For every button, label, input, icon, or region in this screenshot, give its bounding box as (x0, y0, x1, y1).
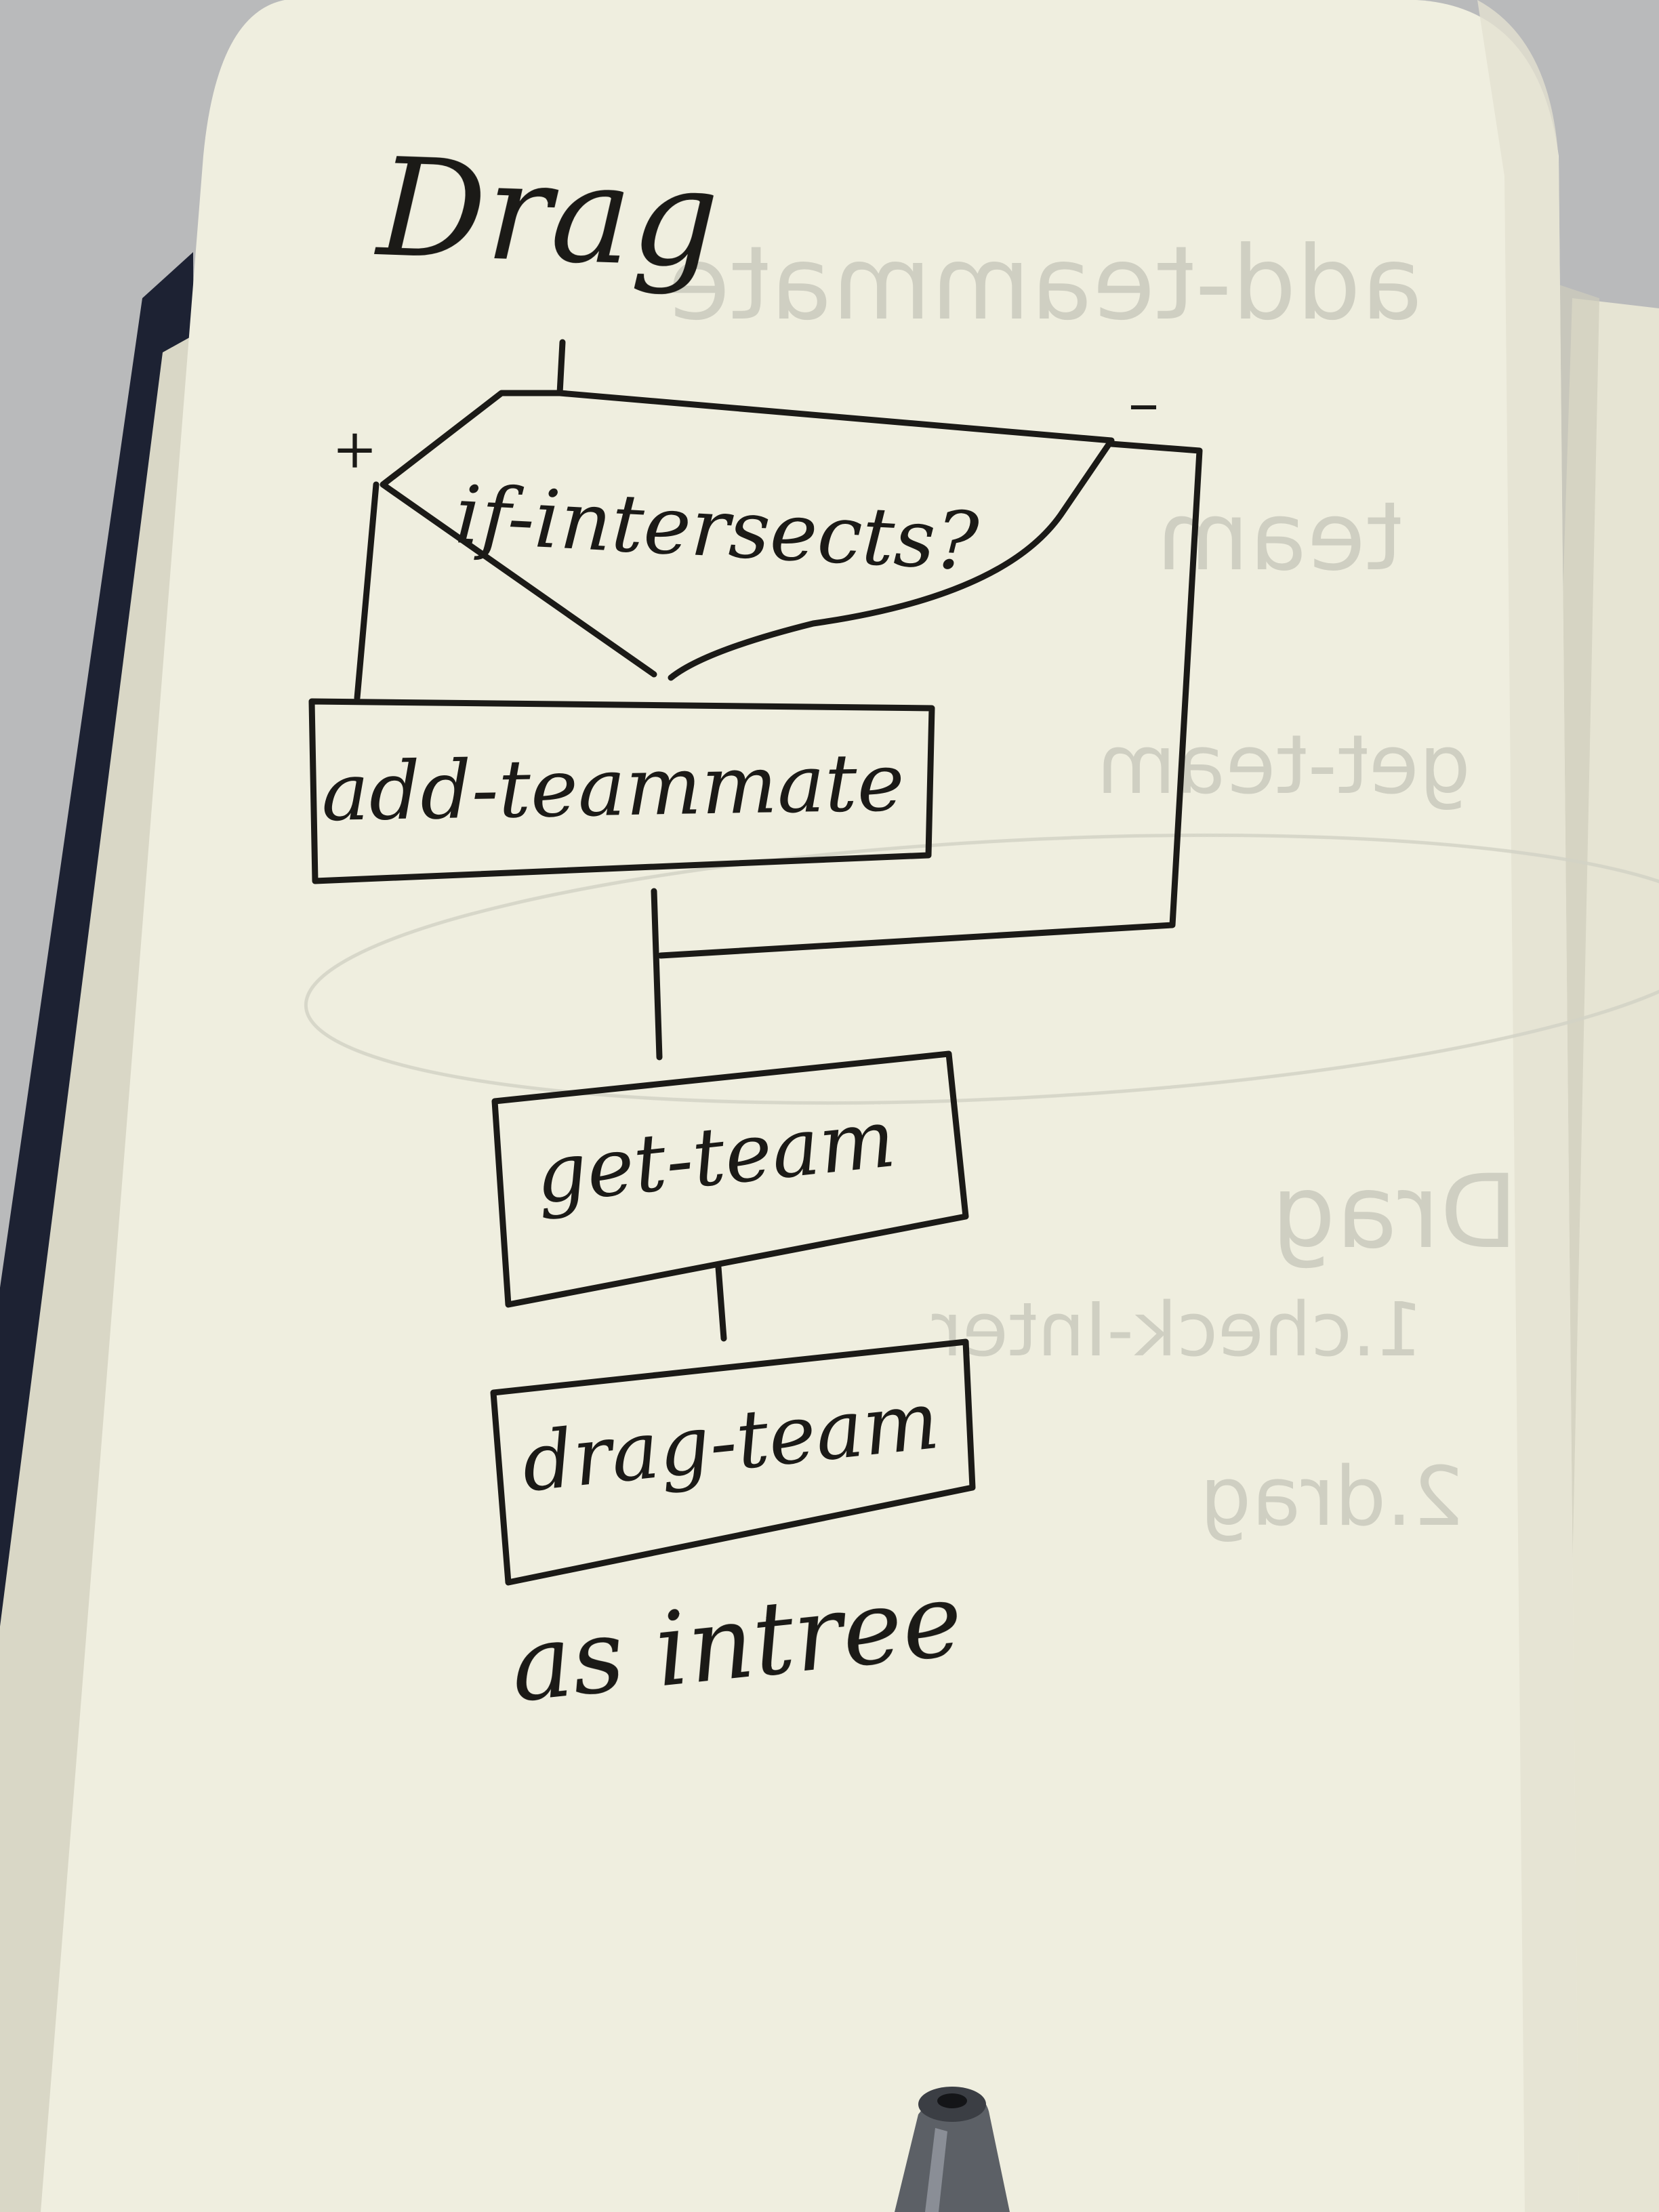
pen-highlight (925, 2128, 947, 2212)
no-branch-line (657, 441, 1203, 959)
bleed-line-1: add-teammate (668, 225, 1423, 343)
page-fold-shading (1477, 0, 1579, 2212)
bleed-loop (304, 833, 1659, 1105)
entry-line (556, 339, 566, 396)
get-team-box (491, 1050, 969, 1308)
yes-branch-line (354, 481, 380, 701)
flowchart-drawing (308, 339, 1203, 1586)
add-teammate-box (308, 698, 935, 884)
connector-1 (651, 888, 663, 1061)
bleed-line-6: 2.drag (1200, 1450, 1464, 1544)
bleed-line-5: 1.check-Inter (931, 1286, 1423, 1373)
drag-team-box (490, 1338, 976, 1586)
decision-shape (380, 390, 1115, 681)
flowchart-title: Drag (372, 129, 721, 299)
pen (895, 2087, 1010, 2212)
connector-2 (715, 1264, 727, 1342)
pen-body (895, 2091, 1010, 2212)
minus-marker: – (1128, 367, 1159, 438)
bleed-line-4: Drag (1271, 1153, 1518, 1271)
pen-cap-hole (937, 2093, 967, 2108)
bleed-line-3: get-team (1097, 718, 1471, 813)
add-teammate-label: add-teammate (321, 735, 905, 839)
plus-marker: + (332, 417, 377, 480)
